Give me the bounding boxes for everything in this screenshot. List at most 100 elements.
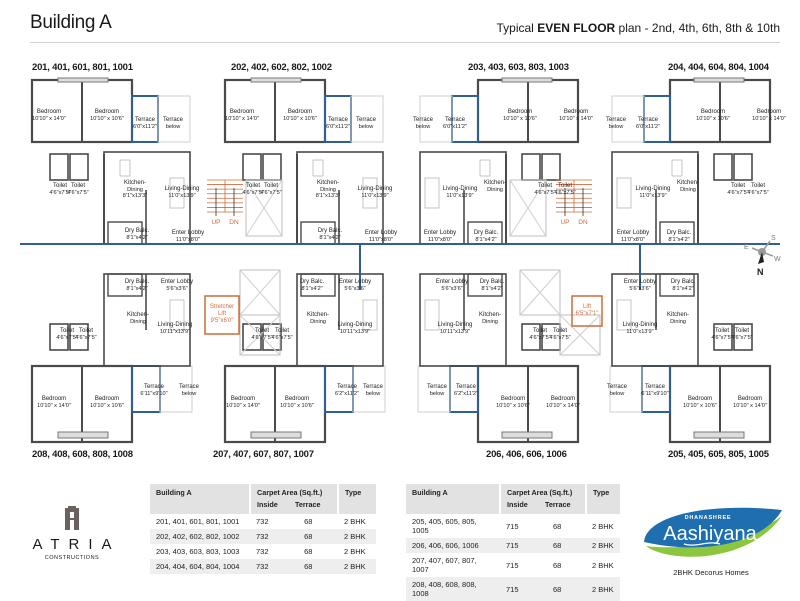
duct-shaft	[509, 179, 547, 237]
room-dimension: below	[430, 391, 446, 397]
toilet	[713, 153, 733, 181]
room-dimension: 8'1"x4'2"	[481, 286, 502, 292]
room-name: Kitchen-	[124, 180, 146, 186]
aashiyana-top-text: DHANASHREE	[685, 515, 732, 521]
room-dimension: 8'1"x4'2"	[301, 286, 322, 292]
balcony-grill	[250, 77, 302, 83]
subtitle-emphasis: EVEN FLOOR	[537, 21, 616, 35]
room-label: Kitchen-Dining	[677, 180, 699, 193]
toilet	[733, 323, 753, 351]
room-dimension: 10'10" x 14'0"	[733, 403, 767, 409]
atria-name: ATRIA	[32, 536, 121, 553]
room-dimension: 10'10" x 14'0"	[32, 116, 66, 122]
cell-units: 208, 408, 608, 808, 1008	[406, 577, 500, 601]
cell-terrace: 68	[546, 514, 586, 538]
furniture	[119, 159, 131, 177]
room-dimension: 6'0"x11'2"	[326, 124, 350, 130]
unit-caption-top-right: 204, 404, 604, 804, 1004	[668, 62, 769, 73]
room-name: Bedroom	[231, 396, 255, 402]
room-dimension: 11'0"x13'9"	[168, 193, 195, 199]
kitchen-living	[419, 273, 507, 367]
room-label: Kitchen-Dining	[127, 312, 149, 325]
kitchen-living	[611, 273, 699, 367]
subtitle-suffix: plan - 2nd, 4th, 6th, 8th & 10th	[615, 21, 780, 35]
terrace-below	[157, 95, 191, 143]
room-dimension: 6'2"x11'2"	[335, 391, 359, 397]
duct-cross	[559, 314, 601, 356]
room-name: Bedroom	[95, 109, 119, 115]
room-name: Terrace	[179, 384, 200, 390]
room-dimension: 5'6"x3'6"	[166, 286, 187, 292]
room-name: Living-Dining	[636, 186, 671, 192]
cell-units: 202, 402, 602, 802, 1002	[150, 529, 250, 544]
lift-label: 6'5"x7'1"	[576, 311, 599, 317]
cell-units: 201, 401, 601, 801, 1001	[150, 514, 250, 529]
room-label: Dry Balc.8'1"x4'2"	[300, 279, 325, 292]
room-dimension: 4'6"x7'5"	[727, 190, 748, 196]
room-name: Bedroom	[37, 109, 61, 115]
room-name: Bedroom	[95, 396, 119, 402]
stair-up-label: UP	[560, 219, 569, 226]
terrace-below	[350, 95, 384, 143]
room-dimension: 10'10" x 10'6"	[280, 403, 314, 409]
subtitle-prefix: Typical	[496, 21, 538, 35]
room-dimension: 4'6"x7'5"	[731, 335, 752, 341]
duct-shaft	[519, 269, 561, 316]
room-name: Toilet	[533, 328, 547, 334]
room-name: Toilet	[735, 328, 749, 334]
room-dimension: 10'10" x 14'0"	[37, 403, 71, 409]
terrace-below	[419, 95, 453, 143]
room-name: Toilet	[553, 328, 567, 334]
room-name: Kitchen-	[307, 312, 329, 318]
room-dimension: 6'11"x9'10"	[641, 391, 668, 397]
room-dimension: 4'6"x7'5"	[56, 335, 77, 341]
room-dimension: 10'10" x 10'6"	[283, 116, 317, 122]
room-name: Bedroom	[738, 396, 762, 402]
room-name: Enter Lobby	[172, 230, 204, 236]
furniture	[362, 299, 378, 331]
compass-n: N	[757, 267, 764, 277]
room-dimension: 10'10" x 10'6"	[90, 116, 124, 122]
cell-terrace: 68	[546, 538, 586, 553]
room-dimension: 8'1"x4'2"	[475, 237, 496, 243]
unit-caption-bottom-left: 208, 408, 608, 808, 1008	[32, 449, 133, 460]
room-name: Dry Balc.	[474, 230, 499, 236]
col-carpet-label: Carpet Area (Sq.ft.)	[257, 488, 323, 497]
room-dimension: 10'10" x 14'0"	[752, 116, 786, 122]
page-title: Building A	[30, 12, 112, 33]
duct-shaft	[559, 314, 601, 356]
furniture	[312, 159, 324, 177]
room-name: Toilet	[264, 183, 278, 189]
balcony-grill	[57, 431, 109, 439]
cell-terrace: 68	[546, 553, 586, 577]
duct-cross	[239, 269, 281, 316]
room-dimension: 11'0"x8'0"	[176, 237, 200, 243]
room-dimension: 4'6"x7'5"	[711, 335, 732, 341]
room-label: Dry Balc.8'1"x4'2"	[480, 279, 505, 292]
